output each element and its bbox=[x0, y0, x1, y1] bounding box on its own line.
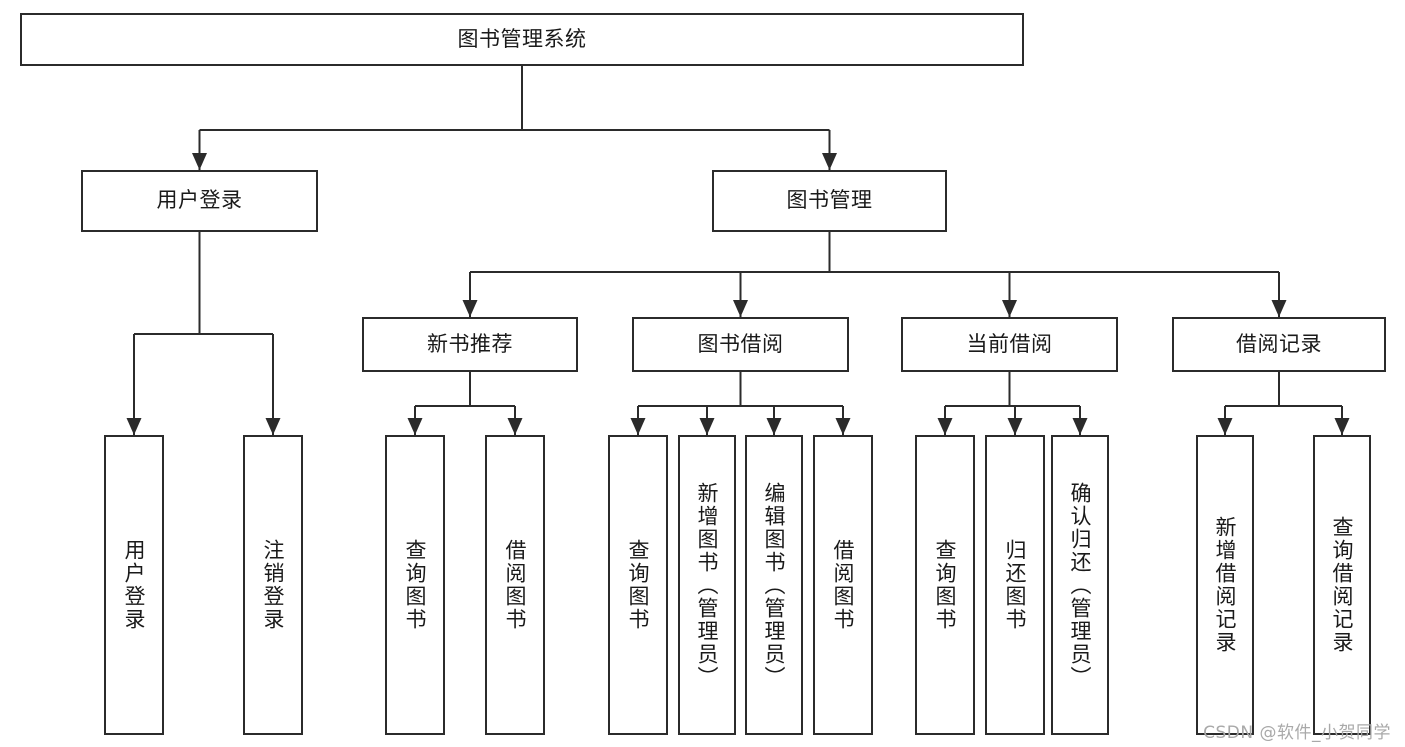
node-label: 查询图书 bbox=[403, 539, 428, 631]
node-label: 新书推荐 bbox=[427, 331, 513, 356]
arrowhead-icon bbox=[1002, 300, 1017, 317]
node-label: 查询图书 bbox=[933, 539, 958, 631]
node-leaf-return-book[interactable]: 归还图书 bbox=[985, 435, 1045, 735]
node-label: 新增借阅记录 bbox=[1213, 516, 1238, 654]
arrowhead-icon bbox=[766, 418, 782, 435]
node-label: 新增图书（管理员） bbox=[695, 481, 720, 689]
arrowhead-icon bbox=[1271, 300, 1287, 317]
node-leaf-edit-book[interactable]: 编辑图书（管理员） bbox=[745, 435, 803, 735]
node-current-borrow[interactable]: 当前借阅 bbox=[901, 317, 1118, 372]
node-label: 借阅记录 bbox=[1236, 331, 1322, 356]
node-label: 归还图书 bbox=[1003, 539, 1028, 631]
node-label: 用户登录 bbox=[122, 539, 147, 631]
node-leaf-borrow-book-1[interactable]: 借阅图书 bbox=[485, 435, 545, 735]
arrowhead-icon bbox=[733, 300, 748, 317]
node-borrow-record[interactable]: 借阅记录 bbox=[1172, 317, 1386, 372]
arrowhead-icon bbox=[630, 418, 646, 435]
node-label: 用户登录 bbox=[156, 188, 243, 213]
node-label: 查询图书 bbox=[626, 539, 651, 631]
node-label: 注销登录 bbox=[261, 539, 286, 631]
node-label: 借阅图书 bbox=[831, 539, 856, 631]
arrowhead-icon bbox=[699, 418, 715, 435]
node-label: 借阅图书 bbox=[503, 539, 528, 631]
arrowhead-icon bbox=[462, 300, 478, 317]
node-leaf-logout[interactable]: 注销登录 bbox=[243, 435, 303, 735]
node-new-book-rec[interactable]: 新书推荐 bbox=[362, 317, 578, 372]
node-root[interactable]: 图书管理系统 bbox=[20, 13, 1024, 66]
node-label: 确认归还（管理员） bbox=[1068, 481, 1093, 689]
node-label: 查询借阅记录 bbox=[1330, 516, 1355, 654]
node-label: 当前借阅 bbox=[966, 331, 1053, 356]
arrowhead-icon bbox=[1072, 418, 1088, 435]
node-label: 图书借阅 bbox=[697, 331, 784, 356]
node-leaf-query-book-2[interactable]: 查询图书 bbox=[608, 435, 668, 735]
node-book-manage[interactable]: 图书管理 bbox=[712, 170, 947, 232]
node-leaf-confirm-return[interactable]: 确认归还（管理员） bbox=[1051, 435, 1109, 735]
node-leaf-add-record[interactable]: 新增借阅记录 bbox=[1196, 435, 1254, 735]
arrowhead-icon bbox=[126, 418, 142, 435]
node-label: 图书管理 bbox=[786, 188, 873, 213]
arrowhead-icon bbox=[507, 418, 523, 435]
node-leaf-add-book[interactable]: 新增图书（管理员） bbox=[678, 435, 736, 735]
arrowhead-icon bbox=[1334, 418, 1350, 435]
node-book-borrow[interactable]: 图书借阅 bbox=[632, 317, 849, 372]
node-user-login[interactable]: 用户登录 bbox=[81, 170, 318, 232]
arrowhead-icon bbox=[937, 418, 953, 435]
node-leaf-user-login[interactable]: 用户登录 bbox=[104, 435, 164, 735]
node-leaf-query-book-3[interactable]: 查询图书 bbox=[915, 435, 975, 735]
node-label: 编辑图书（管理员） bbox=[762, 481, 787, 689]
node-leaf-query-book-1[interactable]: 查询图书 bbox=[385, 435, 445, 735]
arrowhead-icon bbox=[407, 418, 423, 435]
arrowhead-icon bbox=[192, 153, 207, 170]
node-leaf-query-record[interactable]: 查询借阅记录 bbox=[1313, 435, 1371, 735]
arrowhead-icon bbox=[265, 418, 281, 435]
node-label: 图书管理系统 bbox=[457, 26, 587, 51]
arrowhead-icon bbox=[835, 418, 851, 435]
arrowhead-icon bbox=[822, 153, 837, 170]
arrowhead-icon bbox=[1217, 418, 1233, 435]
node-leaf-borrow-book-2[interactable]: 借阅图书 bbox=[813, 435, 873, 735]
arrowhead-icon bbox=[1007, 418, 1023, 435]
